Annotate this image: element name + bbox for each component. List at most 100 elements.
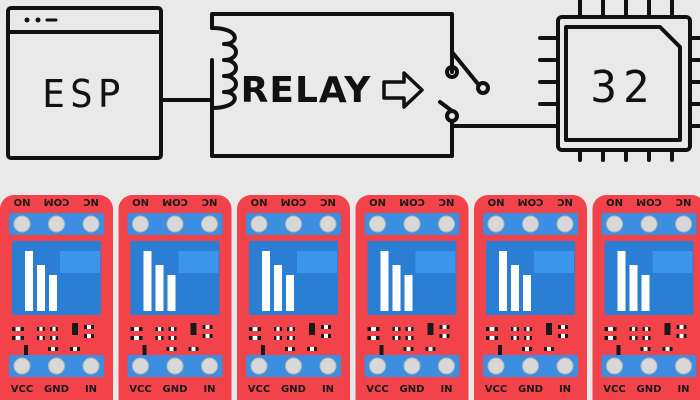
- smd-pad: [324, 334, 328, 338]
- pin-label-top: NC: [557, 196, 573, 207]
- smd-pad: [157, 336, 162, 340]
- bars-icon: [617, 251, 626, 311]
- smd-component: [72, 323, 78, 335]
- screw-terminal-icon: [48, 357, 65, 375]
- smd-pad: [489, 336, 495, 340]
- screw-terminal-icon: [82, 215, 100, 233]
- bars-icon: [629, 265, 638, 311]
- smd-pad: [442, 334, 447, 338]
- bars-icon: [523, 275, 531, 311]
- relay-window: [60, 251, 100, 273]
- pin-label-bottom: GND: [518, 384, 543, 395]
- smd-pad: [428, 347, 433, 351]
- wire-relay-chip: [450, 119, 560, 128]
- pin-label-top: COM: [281, 196, 307, 207]
- screw-terminal-icon: [201, 215, 218, 233]
- screw-terminal-icon: [166, 357, 184, 375]
- bars-icon: [499, 251, 507, 311]
- pin-label-top: COM: [399, 196, 425, 207]
- pin-label-bottom: VCC: [129, 384, 151, 395]
- screw-terminal-icon: [487, 215, 505, 233]
- screw-terminal-icon: [13, 357, 31, 375]
- bars-icon: [262, 251, 270, 311]
- smd-pad: [644, 336, 649, 340]
- smd-pad: [289, 336, 293, 340]
- screw-terminal-icon: [403, 357, 421, 375]
- smd-component: [664, 323, 671, 335]
- screw-terminal-icon: [606, 357, 623, 375]
- bars-icon: [143, 251, 152, 311]
- smd-pad: [39, 336, 43, 340]
- pin-label-top: COM: [636, 196, 662, 207]
- smd-pad: [170, 336, 175, 340]
- smd-pad: [371, 327, 376, 331]
- screw-terminal-icon: [556, 215, 574, 233]
- pin-label-top: COM: [162, 196, 188, 207]
- screw-terminal-icon: [319, 215, 337, 233]
- smd-pad: [252, 327, 258, 331]
- pin-label-bottom: VCC: [11, 384, 33, 395]
- smd-pad: [157, 327, 162, 331]
- smd-pad: [665, 347, 670, 351]
- chip-icon: [538, 0, 700, 162]
- bars-icon: [155, 265, 164, 311]
- smd-pad: [51, 347, 55, 351]
- smd-pad: [170, 327, 175, 331]
- smd-pad: [608, 336, 613, 340]
- pin-label-bottom: GND: [163, 384, 188, 395]
- pin-label-bottom: VCC: [603, 384, 625, 395]
- smd-pad: [15, 336, 21, 340]
- smd-pad: [513, 336, 517, 340]
- pin-label-top: NC: [320, 196, 336, 207]
- screw-terminal-icon: [250, 357, 268, 375]
- smd-pad: [252, 336, 258, 340]
- screw-terminal-icon: [250, 215, 268, 233]
- pin-label-top: NO: [14, 196, 31, 207]
- pin-label-bottom: VCC: [366, 384, 388, 395]
- screw-terminal-icon: [487, 357, 505, 375]
- screw-terminal-icon: [675, 215, 692, 233]
- screw-terminal-icon: [285, 357, 302, 375]
- smd-pad: [407, 336, 412, 340]
- smd-pad: [15, 327, 21, 331]
- screw-terminal-icon: [403, 215, 421, 233]
- pin-label-top: NC: [83, 196, 99, 207]
- smd-pad: [134, 336, 139, 340]
- smd-pad: [289, 327, 293, 331]
- pin-label-bottom: VCC: [248, 384, 270, 395]
- pin-label-bottom: IN: [203, 384, 215, 395]
- schematic: [6, 0, 700, 162]
- smd-pad: [87, 334, 91, 338]
- smd-pad: [134, 327, 139, 331]
- screw-terminal-icon: [369, 215, 386, 233]
- switch-lever: [438, 100, 454, 113]
- pin-label-bottom: IN: [559, 384, 571, 395]
- smd-component: [427, 323, 434, 335]
- relay-label: RELAY: [241, 70, 372, 111]
- smd-pad: [191, 347, 196, 351]
- pin-label-top: NO: [251, 196, 268, 207]
- bars-icon: [286, 275, 294, 311]
- smd-component: [379, 345, 384, 355]
- smd-pad: [205, 334, 210, 338]
- contact-no-icon: [476, 81, 490, 95]
- smd-pad: [276, 336, 280, 340]
- smd-component: [190, 323, 197, 335]
- smd-pad: [547, 347, 551, 351]
- pin-label-top: NC: [439, 196, 455, 207]
- screw-terminal-icon: [640, 215, 658, 233]
- smd-pad: [39, 327, 43, 331]
- smd-component: [24, 345, 28, 355]
- pin-label-bottom: IN: [677, 384, 689, 395]
- pin-label-top: COM: [518, 196, 544, 207]
- smd-pad: [643, 347, 648, 351]
- screw-terminal-icon: [201, 357, 218, 375]
- pin-label-top: COM: [44, 196, 70, 207]
- smd-pad: [608, 327, 613, 331]
- pin-label-bottom: VCC: [485, 384, 507, 395]
- smd-component: [309, 323, 315, 335]
